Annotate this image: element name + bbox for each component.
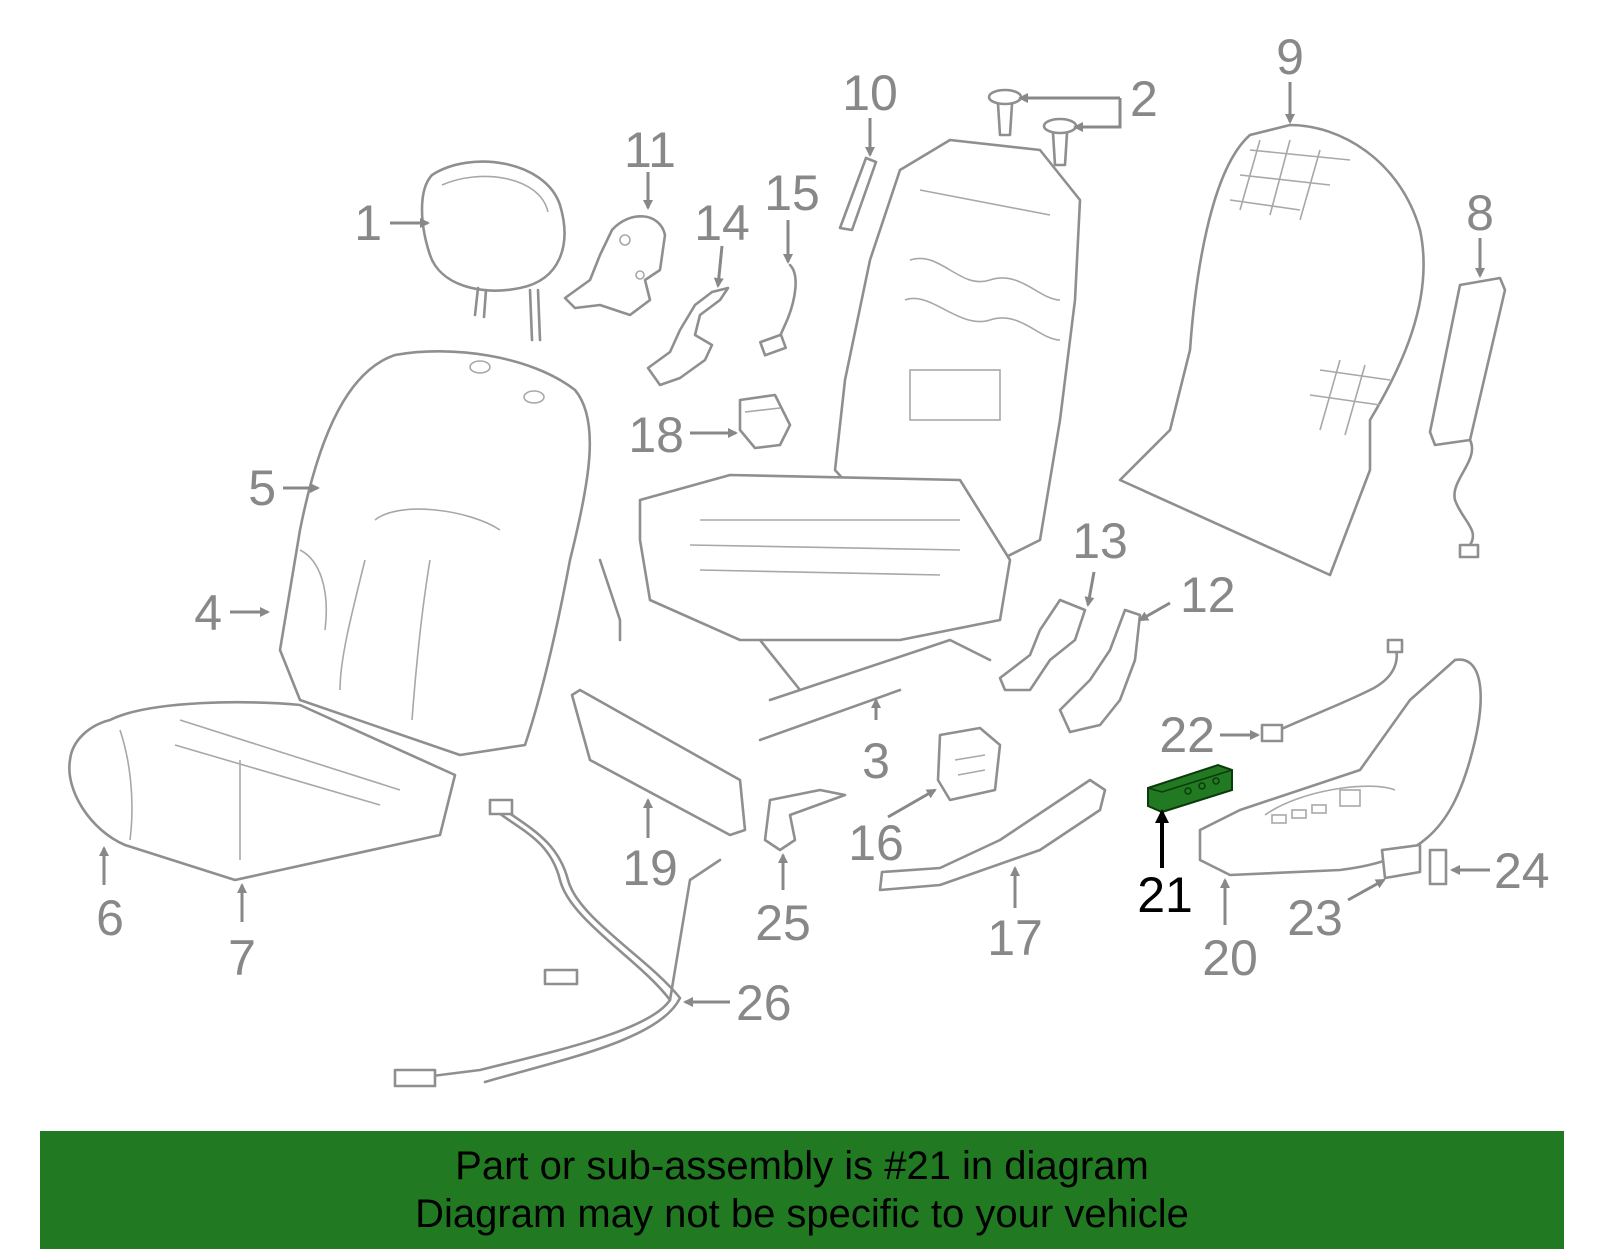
seat-parts-diagram: 1 2 3 4 5 6 7 8 9 10 11 12 13 14 15 16 1… [68, 29, 1550, 1088]
part-6-cushion [68, 700, 457, 882]
part-2-clips [987, 88, 1078, 167]
part-26-harness [393, 798, 722, 1088]
callout-21: 21 [1137, 867, 1193, 923]
part-3-frame [598, 138, 1082, 742]
info-banner: Part or sub-assembly is #21 in diagram D… [40, 1131, 1564, 1249]
callout-2: 2 [1130, 71, 1158, 127]
callout-7: 7 [228, 930, 256, 986]
banner-line-2: Diagram may not be specific to your vehi… [415, 1192, 1189, 1236]
part-16-bracket [936, 726, 1002, 802]
callout-16: 16 [848, 815, 904, 871]
callout-18: 18 [628, 407, 684, 463]
part-18-pad [738, 393, 792, 450]
leader-arrows [99, 82, 1490, 1007]
callout-13: 13 [1072, 513, 1128, 569]
callout-20: 20 [1202, 930, 1258, 986]
part-22-connector [1260, 638, 1404, 743]
part-10-lever [838, 156, 878, 232]
part-23-knob [1380, 843, 1422, 880]
part-20-side-shield [1198, 658, 1482, 877]
callout-4: 4 [194, 585, 222, 641]
part-21-switch [1147, 763, 1233, 814]
part-17-rail-cover [878, 778, 1107, 892]
callout-19: 19 [622, 840, 678, 896]
callout-17: 17 [987, 910, 1043, 966]
part-24-knob [1428, 848, 1448, 886]
callout-1: 1 [354, 195, 382, 251]
part-19-strip [570, 688, 747, 837]
callout-9: 9 [1276, 29, 1304, 85]
callout-24: 24 [1494, 843, 1550, 899]
callout-15: 15 [764, 165, 820, 221]
part-12-cover [1058, 608, 1142, 734]
banner-line-1: Part or sub-assembly is #21 in diagram [455, 1144, 1149, 1188]
part-14-bracket [646, 286, 730, 387]
callout-26: 26 [736, 975, 792, 1031]
part-5-back-cover [278, 350, 592, 757]
part-25-cap [763, 788, 847, 852]
part-1-headrest [420, 160, 566, 342]
callout-10: 10 [842, 65, 898, 121]
part-11-trim [563, 214, 667, 317]
callout-25: 25 [755, 895, 811, 951]
callout-8: 8 [1466, 185, 1494, 241]
callout-6: 6 [96, 890, 124, 946]
part-15-cable [758, 263, 797, 357]
part-13-cover [998, 598, 1087, 692]
part-9-back-panel [1118, 123, 1425, 577]
callout-5: 5 [248, 460, 276, 516]
callout-14: 14 [694, 195, 750, 251]
callout-11: 11 [624, 122, 676, 178]
callout-23: 23 [1287, 890, 1343, 946]
part-8-airbag [1428, 276, 1507, 559]
callout-12: 12 [1180, 567, 1236, 623]
callout-labels: 1 2 3 4 5 6 7 8 9 10 11 12 13 14 15 16 1… [96, 29, 1550, 1031]
callout-3: 3 [862, 733, 890, 789]
callout-22: 22 [1159, 707, 1215, 763]
